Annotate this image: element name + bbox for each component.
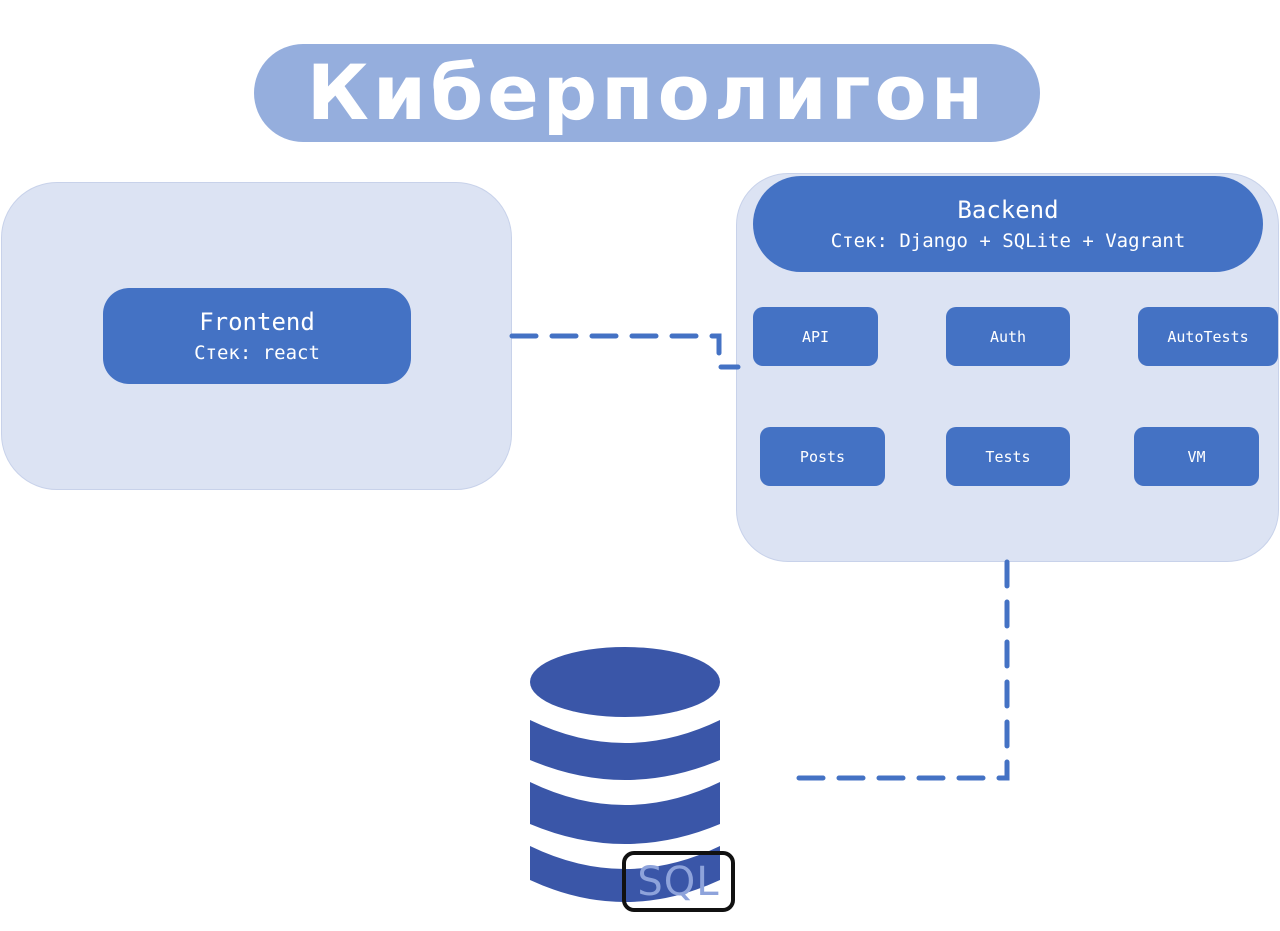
module-autotests: AutoTests [1138,307,1278,366]
frontend-backend-connector [509,333,741,370]
sql-badge: SQL [622,851,735,912]
backend-database-connector [788,559,1010,781]
backend-stack: Стек: Django + SQLite + Vagrant [830,230,1186,252]
module-auth: Auth [946,307,1070,366]
backend-node: Backend Стек: Django + SQLite + Vagrant [753,176,1263,272]
backend-title: Backend [957,196,1059,224]
sql-label: SQL [637,858,720,905]
frontend-stack: Стек: react [194,342,320,364]
module-api: API [753,307,878,366]
page-title: Киберполигон [306,48,988,137]
database-icon [530,647,720,902]
frontend-title: Frontend [199,308,315,336]
module-posts: Posts [760,427,885,486]
frontend-node: Frontend Стек: react [103,288,411,384]
title-banner: Киберполигон [254,44,1040,142]
module-tests: Tests [946,427,1070,486]
module-vm: VM [1134,427,1259,486]
